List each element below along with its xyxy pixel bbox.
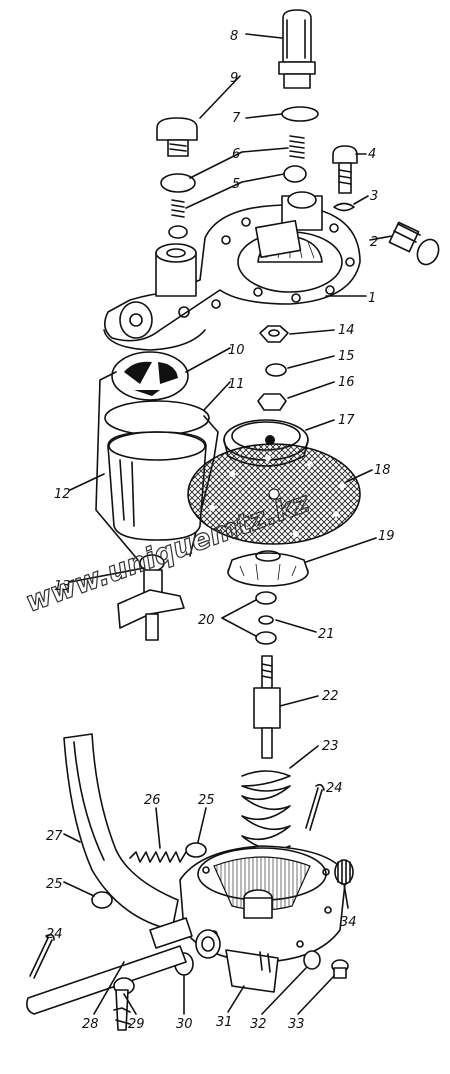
label-25-left: 25 — [46, 877, 63, 892]
part-18-diaphragm — [187, 443, 361, 545]
part-8-cap — [278, 9, 316, 89]
part-16-nut — [257, 393, 287, 411]
label-10: 10 — [228, 343, 245, 358]
label-5: 5 — [232, 177, 240, 192]
label-3: 3 — [370, 189, 378, 204]
part-11-bowl — [104, 400, 210, 541]
label-27: 27 — [46, 829, 63, 844]
washer — [160, 173, 196, 193]
part-10-gasket — [111, 351, 189, 401]
label-24-right: 24 — [326, 781, 343, 796]
label-19: 19 — [378, 529, 395, 544]
label-25-right: 25 — [198, 793, 215, 808]
label-11: 11 — [228, 377, 245, 392]
label-1: 1 — [368, 291, 376, 306]
label-9: 9 — [230, 71, 238, 86]
label-24-left: 24 — [46, 927, 63, 942]
label-29: 29 — [128, 1017, 145, 1032]
part-31-lower-body — [179, 845, 347, 993]
label-17: 17 — [338, 413, 355, 428]
part-27-lever — [63, 733, 179, 931]
part-21-washer — [258, 615, 274, 625]
label-33: 33 — [288, 1017, 305, 1032]
part-20-washer-a — [255, 591, 277, 605]
part-24-pin-left — [29, 933, 55, 979]
part-15-washer — [265, 363, 287, 377]
part-25-washer-right — [185, 842, 207, 858]
label-15: 15 — [338, 349, 355, 364]
part-4-bolt — [332, 145, 358, 194]
part-26-spring — [129, 851, 187, 863]
part-7-ring — [281, 106, 319, 122]
label-7: 7 — [232, 111, 241, 126]
label-26: 26 — [144, 793, 161, 808]
part-24-pin-right — [305, 783, 325, 831]
label-18: 18 — [374, 463, 391, 478]
part-6-spring — [289, 135, 305, 159]
part-20-washer-b — [255, 631, 277, 645]
part-13-screw — [117, 554, 185, 641]
label-13: 13 — [54, 579, 71, 594]
part-labels: 8 9 7 6 4 5 3 2 1 14 10 15 11 16 17 18 1… — [46, 29, 395, 1032]
part-25-washer-left — [91, 891, 113, 909]
label-32: 32 — [250, 1017, 267, 1032]
part-2-fitting — [388, 221, 440, 266]
part-1-body — [103, 191, 361, 351]
part-9-plug — [156, 117, 198, 157]
part-28-shaft — [26, 917, 193, 1015]
label-34: 34 — [340, 915, 357, 930]
label-30: 30 — [176, 1017, 193, 1032]
label-12: 12 — [54, 487, 71, 502]
label-20: 20 — [198, 613, 215, 628]
small-spring — [171, 199, 185, 218]
part-34-nut — [334, 859, 354, 885]
part-22-rod — [253, 655, 281, 759]
label-2: 2 — [370, 235, 378, 250]
small-valve — [168, 225, 188, 239]
part-19-cup — [227, 550, 309, 587]
part-32-washer — [303, 950, 321, 970]
part-3-washer — [333, 202, 355, 212]
part-14-nut — [259, 325, 289, 343]
label-14: 14 — [338, 323, 355, 338]
label-21: 21 — [318, 627, 335, 642]
label-22: 22 — [322, 689, 339, 704]
label-4: 4 — [368, 147, 376, 162]
part-23-spring — [241, 770, 291, 861]
label-31: 31 — [216, 1015, 233, 1030]
label-8: 8 — [230, 29, 238, 44]
label-28: 28 — [82, 1017, 99, 1032]
label-6: 6 — [232, 147, 240, 162]
part-33-screw — [331, 959, 349, 979]
label-16: 16 — [338, 375, 355, 390]
part-29-lever — [113, 977, 135, 1031]
label-23: 23 — [322, 739, 339, 754]
leader-lines — [63, 33, 393, 1015]
part-5-valve — [283, 165, 307, 183]
